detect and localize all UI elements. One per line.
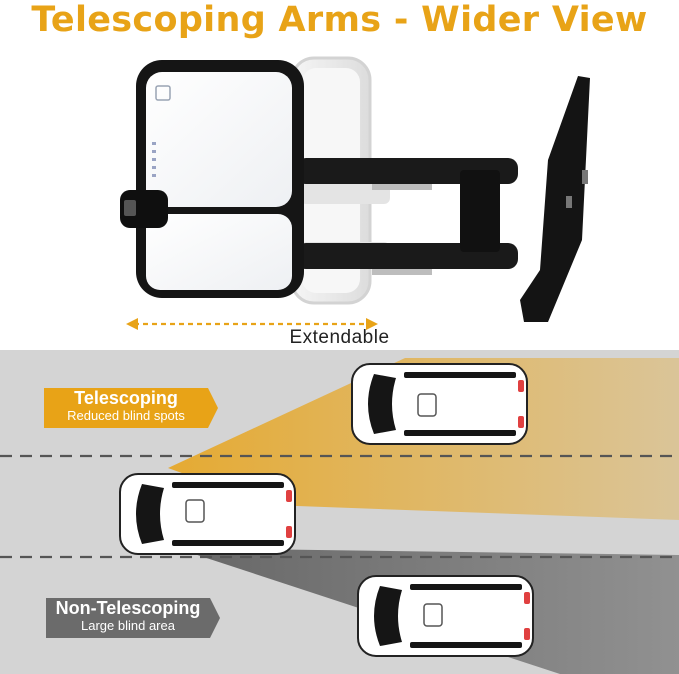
telescoping-tag-bg	[44, 388, 218, 428]
extendable-label: Extendable	[289, 327, 390, 348]
mount-bracket	[520, 76, 590, 322]
telescoping-label: Telescoping	[74, 388, 178, 408]
non-telescoping-tag-bg	[46, 598, 220, 638]
car-bottom-right	[357, 575, 534, 657]
car-middle-left	[119, 473, 296, 555]
telescoping-tag: Telescoping Reduced blind spots	[44, 388, 208, 429]
mirror-head	[120, 60, 304, 298]
non-telescoping-tag: Non-Telescoping Large blind area	[46, 598, 210, 638]
telescoping-sublabel: Reduced blind spots	[67, 408, 185, 423]
telescoping-arms	[296, 158, 518, 275]
page-title: Telescoping Arms - Wider View	[31, 0, 648, 40]
extend-arrow	[126, 318, 378, 330]
non-telescoping-label: Non-Telescoping	[55, 598, 201, 618]
mirror-illustration	[120, 56, 590, 330]
car-top-right	[351, 363, 528, 445]
non-telescoping-sublabel: Large blind area	[81, 618, 175, 633]
road-scene	[0, 350, 679, 674]
